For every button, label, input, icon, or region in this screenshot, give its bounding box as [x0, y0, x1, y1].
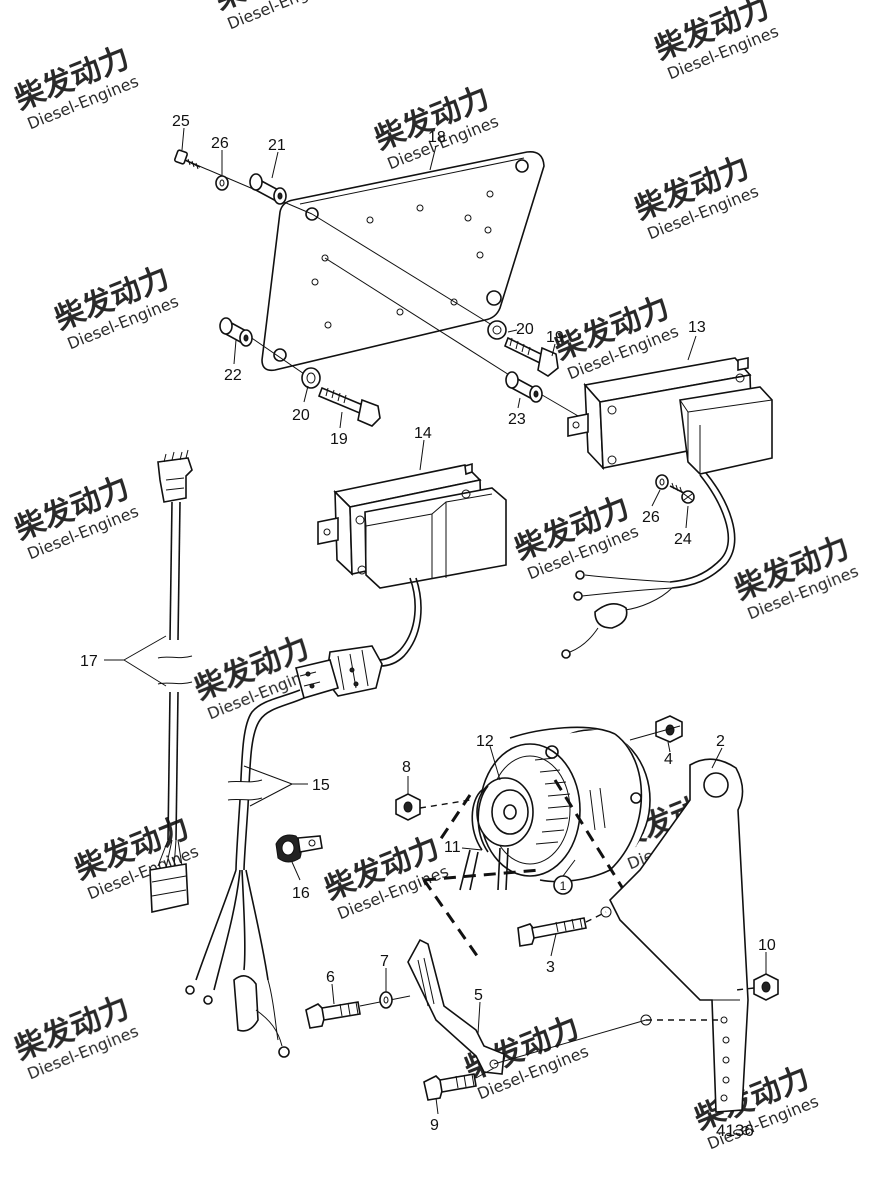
strap-5 — [407, 938, 505, 1075]
washer-20-left — [301, 367, 321, 389]
watermark-logo: 柴发动力 Diesel-Engines — [10, 470, 141, 563]
regulator-14 — [317, 462, 507, 667]
screw-24 — [669, 482, 695, 504]
callout-15: 15 — [312, 777, 330, 794]
callout-26-top: 26 — [211, 135, 229, 152]
callout-9: 9 — [430, 1117, 439, 1134]
leader-lines — [104, 127, 767, 1115]
watermark-logo: 柴发动力 Diesel-Engines — [370, 80, 501, 173]
assembly-line-4 — [629, 725, 681, 741]
callout-19-right: 19 — [546, 329, 564, 346]
callout-12: 12 — [476, 733, 494, 750]
watermark-logo: 柴发动力 Diesel-Engines — [630, 150, 761, 243]
callout-5: 5 — [474, 987, 483, 1004]
callout-11: 11 — [444, 839, 461, 856]
washer-26-top — [215, 175, 229, 191]
belt-guard-outline — [422, 779, 632, 961]
callout-7: 7 — [380, 953, 389, 970]
bolt-19-left — [317, 386, 381, 427]
callout-21: 21 — [268, 137, 286, 154]
washer-20-right — [487, 320, 507, 340]
washer-7 — [379, 991, 393, 1009]
bolt-19-right — [503, 336, 559, 377]
callout-3: 3 — [546, 959, 555, 976]
callout-16: 16 — [292, 885, 310, 902]
assembly-line-8 — [419, 799, 471, 809]
watermark-logo: 柴发动力 Diesel-Engines — [50, 260, 181, 353]
callout-13: 13 — [688, 319, 706, 336]
nut-8 — [395, 793, 421, 821]
watermark-logo: 柴发动力 Diesel-Engines — [550, 290, 681, 383]
callout-20-right: 20 — [516, 321, 534, 338]
watermark-logo: 柴发动力 Diesel-Engines — [690, 1060, 821, 1153]
callout-19-left: 19 — [330, 431, 348, 448]
callout-17: 17 — [80, 653, 98, 670]
alternator-12: 1 — [459, 726, 651, 895]
callout-22: 22 — [224, 367, 242, 384]
nut-10 — [753, 973, 779, 1001]
spacer-22 — [219, 317, 253, 347]
callout-8: 8 — [402, 759, 411, 776]
watermark-logo: 柴发动力 Diesel-Engines — [650, 0, 781, 83]
bolt-9 — [423, 1019, 720, 1101]
watermark-logo: 柴发动力 Diesel-Engines — [730, 530, 861, 623]
watermark-logo: 柴发动力 Diesel-Engines — [10, 40, 141, 133]
assembly-line-10 — [735, 987, 755, 991]
watermark-logo: 柴发动力 Diesel-Engines — [10, 990, 141, 1083]
callout-26-right: 26 — [642, 509, 660, 526]
clip-16 — [275, 834, 323, 863]
watermark-logo: 柴发动力 Diesel-Engines — [210, 0, 341, 33]
callout-18: 18 — [428, 129, 446, 146]
cable-17 — [149, 449, 193, 913]
regulator-13 — [561, 357, 773, 659]
callout-23: 23 — [508, 411, 526, 428]
mounting-plate — [261, 150, 545, 372]
callout-2: 2 — [716, 733, 725, 750]
wiring-harness-15 — [185, 689, 305, 1058]
callout-6: 6 — [326, 969, 335, 986]
drawing-number: 4136 — [716, 1121, 754, 1140]
bolt-6 — [305, 995, 411, 1029]
callout-20-left: 20 — [292, 407, 310, 424]
callout-14: 14 — [414, 425, 432, 442]
watermark-logo: 柴发动力 Diesel-Engines — [510, 490, 641, 583]
callout-25: 25 — [172, 113, 190, 130]
callout-labels: 18 25 26 21 22 20 19 20 19 23 13 14 26 2… — [80, 113, 776, 1140]
callout-10: 10 — [758, 937, 776, 954]
watermark-logo: 柴发动力 Diesel-Engines — [320, 830, 451, 923]
washer-26-right — [655, 474, 669, 490]
spacer-21 — [249, 173, 287, 205]
callout-4: 4 — [664, 751, 673, 768]
bolt-3 — [517, 911, 607, 947]
spacer-23 — [505, 371, 543, 403]
callout-24: 24 — [674, 531, 692, 548]
bracket-2 — [600, 758, 749, 1113]
connector-plug — [295, 645, 383, 699]
callout-1: 1 — [560, 879, 567, 893]
screw-25 — [174, 149, 201, 170]
